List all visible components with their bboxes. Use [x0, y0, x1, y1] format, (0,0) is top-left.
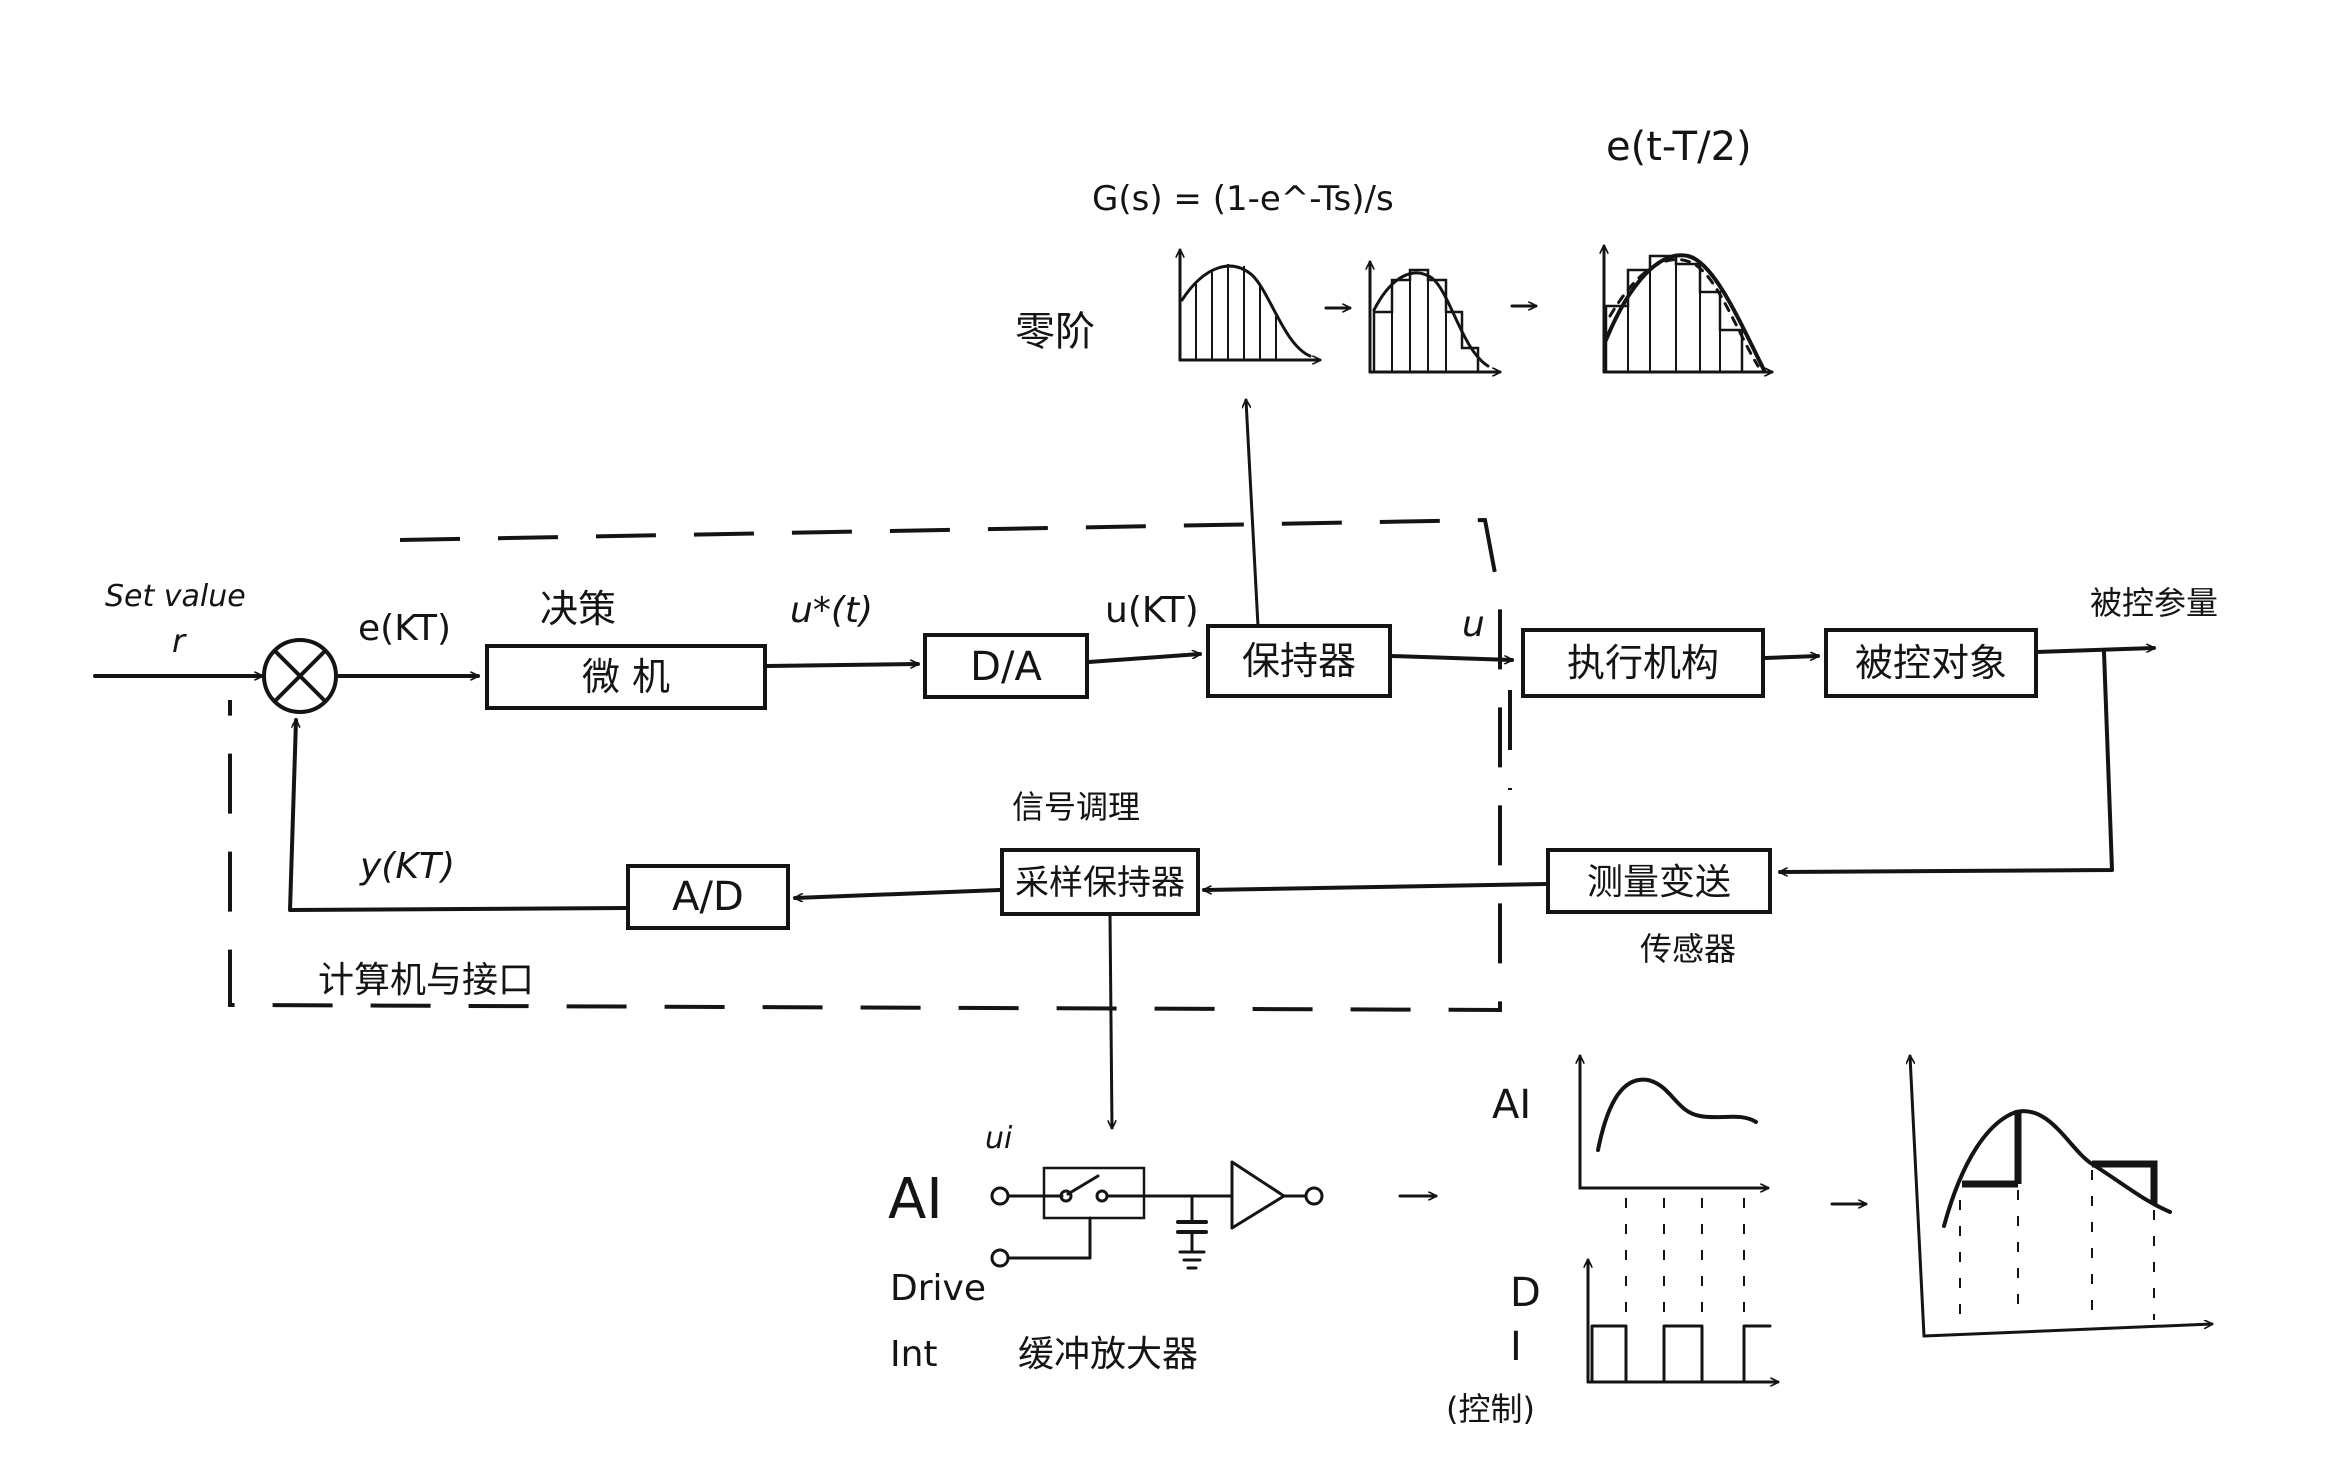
svg-text:Set value: Set value: [105, 579, 246, 614]
held-output-plot: [1910, 1054, 2214, 1338]
hold-label: 保持器: [1242, 639, 1356, 683]
control-signal-label: u*(t): [790, 590, 873, 631]
plot-i-label: I: [1510, 1324, 1522, 1370]
plot-control-label: (控制): [1446, 1390, 1535, 1428]
sample-hold-to-circuit-arrow: [1110, 912, 1112, 1130]
switch-box: [1042, 1166, 1146, 1220]
control-arrow: [765, 664, 920, 666]
computer-interface-boundary: [228, 517, 1512, 1013]
continuous-control-label: u: [1462, 604, 1485, 645]
transfer-function-label: G(s) = (1-e^-Ts)/s: [1092, 179, 1394, 219]
circuit-drive-label: Drive: [890, 1268, 986, 1309]
staircase-plot: [1370, 260, 1538, 372]
delay-label: e(t-T/2): [1606, 124, 1752, 170]
feedback-signal-label: y(KT): [359, 846, 455, 887]
transmitter-block: [1546, 848, 1772, 914]
actuator-label: 执行机构: [1567, 641, 1719, 685]
da-label: D/A: [970, 644, 1042, 690]
actuator-block: [1521, 628, 1765, 698]
zoh-label: 零阶: [1015, 309, 1095, 355]
sampled-control-label: u(KT): [1105, 590, 1199, 631]
output-label: 被控参量: [2090, 584, 2218, 622]
output-terminal: [1304, 1186, 1324, 1206]
computer-label: 微 机: [582, 655, 670, 699]
circuit-ai-label: AI: [888, 1167, 943, 1232]
hold-block: [1206, 624, 1392, 698]
output-arrow: [2034, 648, 2156, 654]
plot-ai-label: AI: [1492, 1082, 1531, 1128]
plant-label: 被控对象: [1855, 641, 2007, 685]
switch-blade: [1066, 1174, 1100, 1196]
circuit-ui-label: ui: [985, 1121, 1013, 1156]
hold-to-zoh-arrow: [1246, 398, 1260, 628]
sample-hold-block: [1000, 848, 1200, 916]
buffer-amplifier-label: 缓冲放大器: [1018, 1334, 1198, 1375]
sampled-signal-plot: [1180, 248, 1352, 360]
plot-d-label: D: [1510, 1270, 1541, 1316]
ad-label: A/D: [672, 874, 744, 920]
summing-junction: [262, 638, 338, 714]
sample-hold-label: 采样保持器: [1015, 863, 1185, 903]
ai-di-timing: AI D I (控制): [1446, 1054, 1868, 1428]
computer-block: [485, 644, 767, 710]
da-to-hold-arrow: [1087, 654, 1202, 664]
switch-contact: [1059, 1189, 1073, 1203]
ad-block: [626, 864, 790, 930]
computer-caption: 决策: [540, 587, 616, 631]
hold-to-actuator-arrow: [1390, 654, 1514, 660]
circuit-int-label: Int: [890, 1334, 938, 1375]
da-block: [923, 633, 1089, 699]
transmitter-label: 测量变送: [1587, 862, 1731, 903]
feedback-arrow: [288, 718, 628, 912]
computer-interface-label: 计算机与接口: [318, 960, 534, 1001]
buffer-amplifier-icon: [1230, 1160, 1286, 1230]
delayed-approximation-plot: [1604, 244, 1774, 372]
sample-hold-circuit: AI ui Drive Int 缓冲放大器: [888, 1121, 1438, 1375]
svg-text:r: r: [172, 622, 187, 660]
drive-terminal: [990, 1248, 1010, 1268]
transmitter-to-sample-hold-arrow: [1202, 882, 1548, 890]
ai-terminal: [990, 1186, 1010, 1206]
error-signal-label: e(KT): [358, 608, 451, 649]
set-value-input: Set value r: [93, 579, 264, 676]
sensor-caption: 传感器: [1640, 930, 1736, 968]
output-to-transmitter-arrow: [1778, 650, 2114, 872]
actuator-to-plant-arrow: [1763, 656, 1820, 658]
sample-hold-to-ad-arrow: [793, 888, 1002, 898]
conditioning-caption: 信号调理: [1012, 788, 1140, 826]
zoh-illustration: G(s) = (1-e^-Ts)/s e(t-T/2) 零阶: [1015, 124, 1774, 372]
plant-block: [1824, 628, 2038, 698]
